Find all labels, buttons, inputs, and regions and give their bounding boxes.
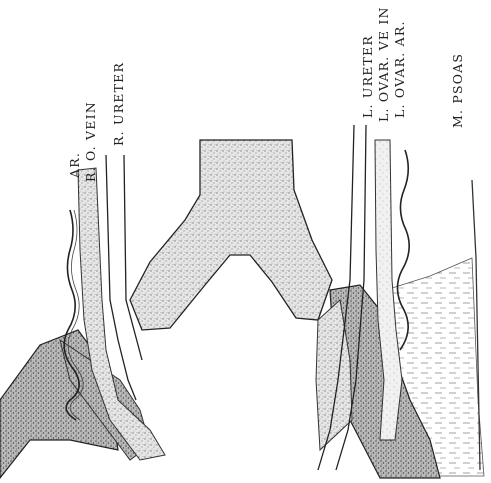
label-ar: AR. <box>67 152 82 179</box>
central-vessel <box>130 140 332 330</box>
label-r-o-vein: R. O. VEIN <box>83 101 98 182</box>
right-ureter <box>106 155 142 400</box>
label-l-ureter: L. URETER <box>360 35 375 118</box>
label-l-ovar-ar: L. OVAR. AR. <box>392 20 407 118</box>
label-l-ovar-vein: L. OVAR. VE IN <box>376 6 391 122</box>
label-r-ureter: R. URETER <box>111 62 126 146</box>
right-iliac-vessel <box>0 330 150 478</box>
label-m-psoas: M. PSOAS <box>450 53 465 128</box>
